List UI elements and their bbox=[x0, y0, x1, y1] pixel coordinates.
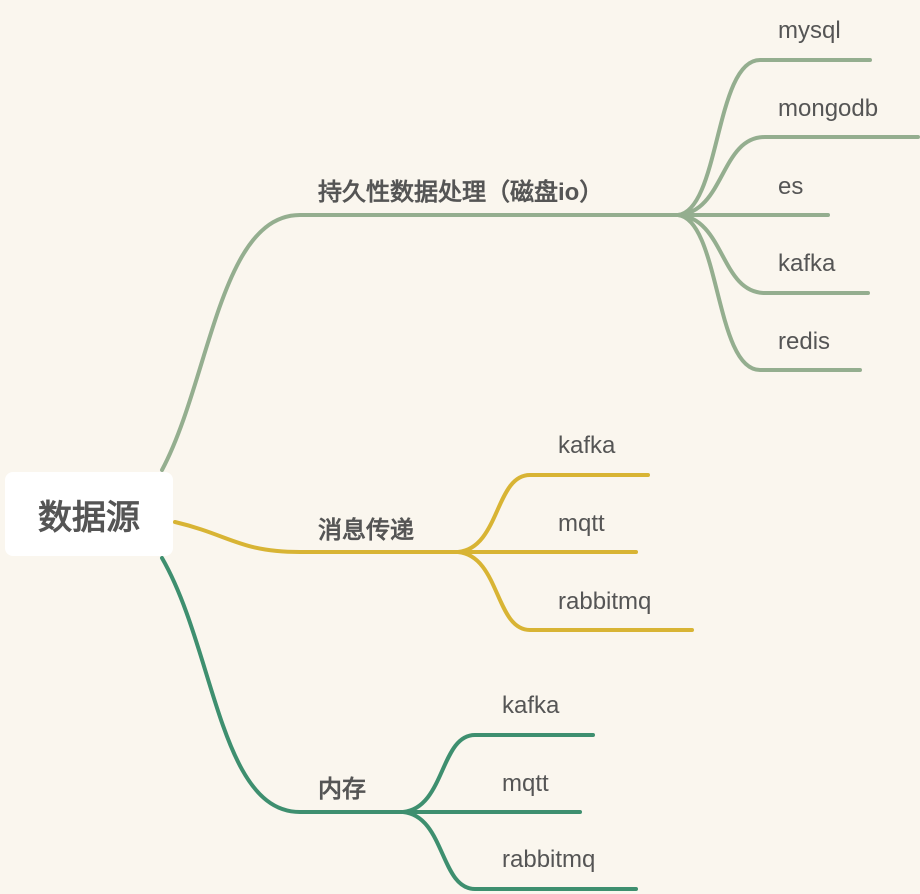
leaf-mqtt[interactable]: mqtt bbox=[558, 510, 605, 537]
root-node[interactable]: 数据源 bbox=[5, 472, 173, 556]
leaf-rabbitmq[interactable]: rabbitmq bbox=[558, 588, 652, 615]
leaf-es[interactable]: es bbox=[778, 173, 804, 200]
edge-root-message bbox=[173, 520, 462, 554]
leaf-mysql[interactable]: mysql bbox=[778, 17, 841, 44]
edge-kafka-2 bbox=[456, 473, 650, 554]
branch-memory-label[interactable]: 内存 bbox=[318, 776, 366, 803]
leaf-redis[interactable]: redis bbox=[778, 328, 831, 355]
edge-root-memory bbox=[160, 556, 407, 814]
branch-persistent-lines bbox=[160, 58, 920, 472]
edge-root-persistent bbox=[160, 213, 682, 472]
edge-kafka-1 bbox=[676, 213, 870, 295]
branch-message-label[interactable]: 消息传递 bbox=[318, 517, 414, 544]
leaf-kafka[interactable]: kafka bbox=[558, 432, 616, 459]
leaf-mqtt[interactable]: mqtt bbox=[502, 770, 549, 797]
edge-redis bbox=[676, 213, 862, 372]
branch-persistent-label[interactable]: 持久性数据处理（磁盘io） bbox=[318, 179, 604, 206]
branch-memory-lines bbox=[160, 556, 638, 891]
leaf-mongodb[interactable]: mongodb bbox=[778, 95, 879, 122]
edge-rabbitmq-3 bbox=[401, 810, 638, 891]
leaf-kafka[interactable]: kafka bbox=[502, 692, 560, 719]
leaf-rabbitmq[interactable]: rabbitmq bbox=[502, 846, 596, 873]
edge-mongodb bbox=[676, 135, 920, 217]
edge-mysql bbox=[676, 58, 872, 217]
leaf-kafka[interactable]: kafka bbox=[778, 250, 836, 277]
edge-kafka-3 bbox=[401, 733, 595, 814]
edge-rabbitmq-2 bbox=[456, 550, 694, 632]
branch-message-lines bbox=[173, 473, 694, 632]
